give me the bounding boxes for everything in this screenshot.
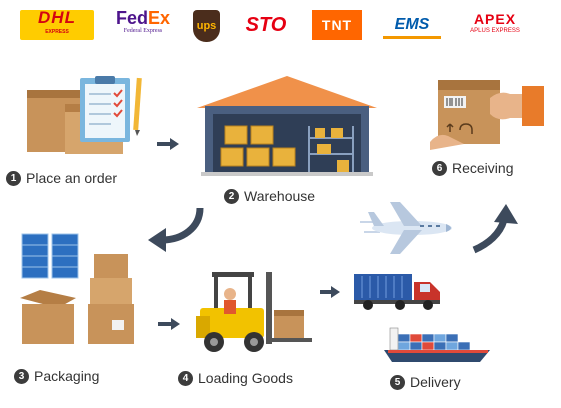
forklift-icon	[196, 272, 312, 352]
ups-logo: ups	[193, 10, 220, 42]
step-3-label: 3 Packaging	[14, 368, 99, 384]
step-1-text: Place an order	[26, 170, 118, 186]
step-5-text: Delivery	[410, 374, 461, 390]
receiving-hands-icon	[430, 80, 544, 150]
tnt-logo-text: TNT	[321, 17, 353, 33]
fedex-logo-ex: Ex	[147, 8, 171, 28]
ems-logo-text: EMS	[394, 16, 430, 33]
fedex-logo-fe: Fed	[115, 8, 148, 28]
step-1-number: 1	[6, 170, 21, 186]
step-1-label: 1 Place an order	[6, 170, 117, 186]
step-6-label: 6 Receiving	[432, 160, 513, 176]
ups-logo-text: ups	[196, 20, 217, 32]
truck-icon	[354, 274, 440, 310]
step-6-number: 6	[432, 160, 447, 176]
dhl-logo-text: DHL	[38, 8, 76, 27]
arrow-right-icon	[158, 318, 180, 330]
step-5-label: 5 Delivery	[390, 374, 461, 390]
arrow-right-icon	[320, 286, 340, 298]
step-2-text: Warehouse	[244, 188, 316, 204]
apex-logo: APEX APLUS EXPRESS	[463, 10, 527, 40]
curved-arrow-left-icon	[148, 207, 204, 252]
step-3-number: 3	[14, 368, 29, 384]
apex-logo-text: APEX	[473, 11, 517, 27]
step-3-text: Packaging	[34, 368, 100, 384]
sto-logo: STO	[240, 10, 292, 40]
step-4-text: Loading Goods	[198, 370, 293, 386]
fedex-logo-sub: Federal Express	[123, 28, 163, 34]
fedex-logo: FedEx Federal Express	[112, 8, 174, 40]
step-2-label: 2 Warehouse	[224, 188, 315, 204]
curved-arrow-up-icon	[472, 204, 518, 254]
warehouse-icon	[197, 76, 377, 176]
airplane-icon	[360, 202, 452, 254]
step-4-label: 4 Loading Goods	[178, 370, 293, 386]
arrow-right-icon	[157, 138, 179, 150]
apex-logo-sub: APLUS EXPRESS	[470, 28, 520, 34]
order-clipboard-icon	[27, 76, 142, 154]
sto-logo-text: STO	[245, 13, 287, 36]
ship-icon	[384, 327, 490, 362]
ems-logo: EMS	[383, 14, 441, 39]
step-5-number: 5	[390, 374, 405, 390]
dhl-logo-sub: EXPRESS	[45, 29, 69, 35]
step-2-number: 2	[224, 188, 239, 204]
tnt-logo: TNT	[312, 10, 362, 40]
step-6-text: Receiving	[452, 160, 514, 176]
packaging-boxes-icon	[20, 233, 134, 344]
step-4-number: 4	[178, 370, 193, 386]
dhl-logo: DHL EXPRESS	[20, 8, 94, 40]
